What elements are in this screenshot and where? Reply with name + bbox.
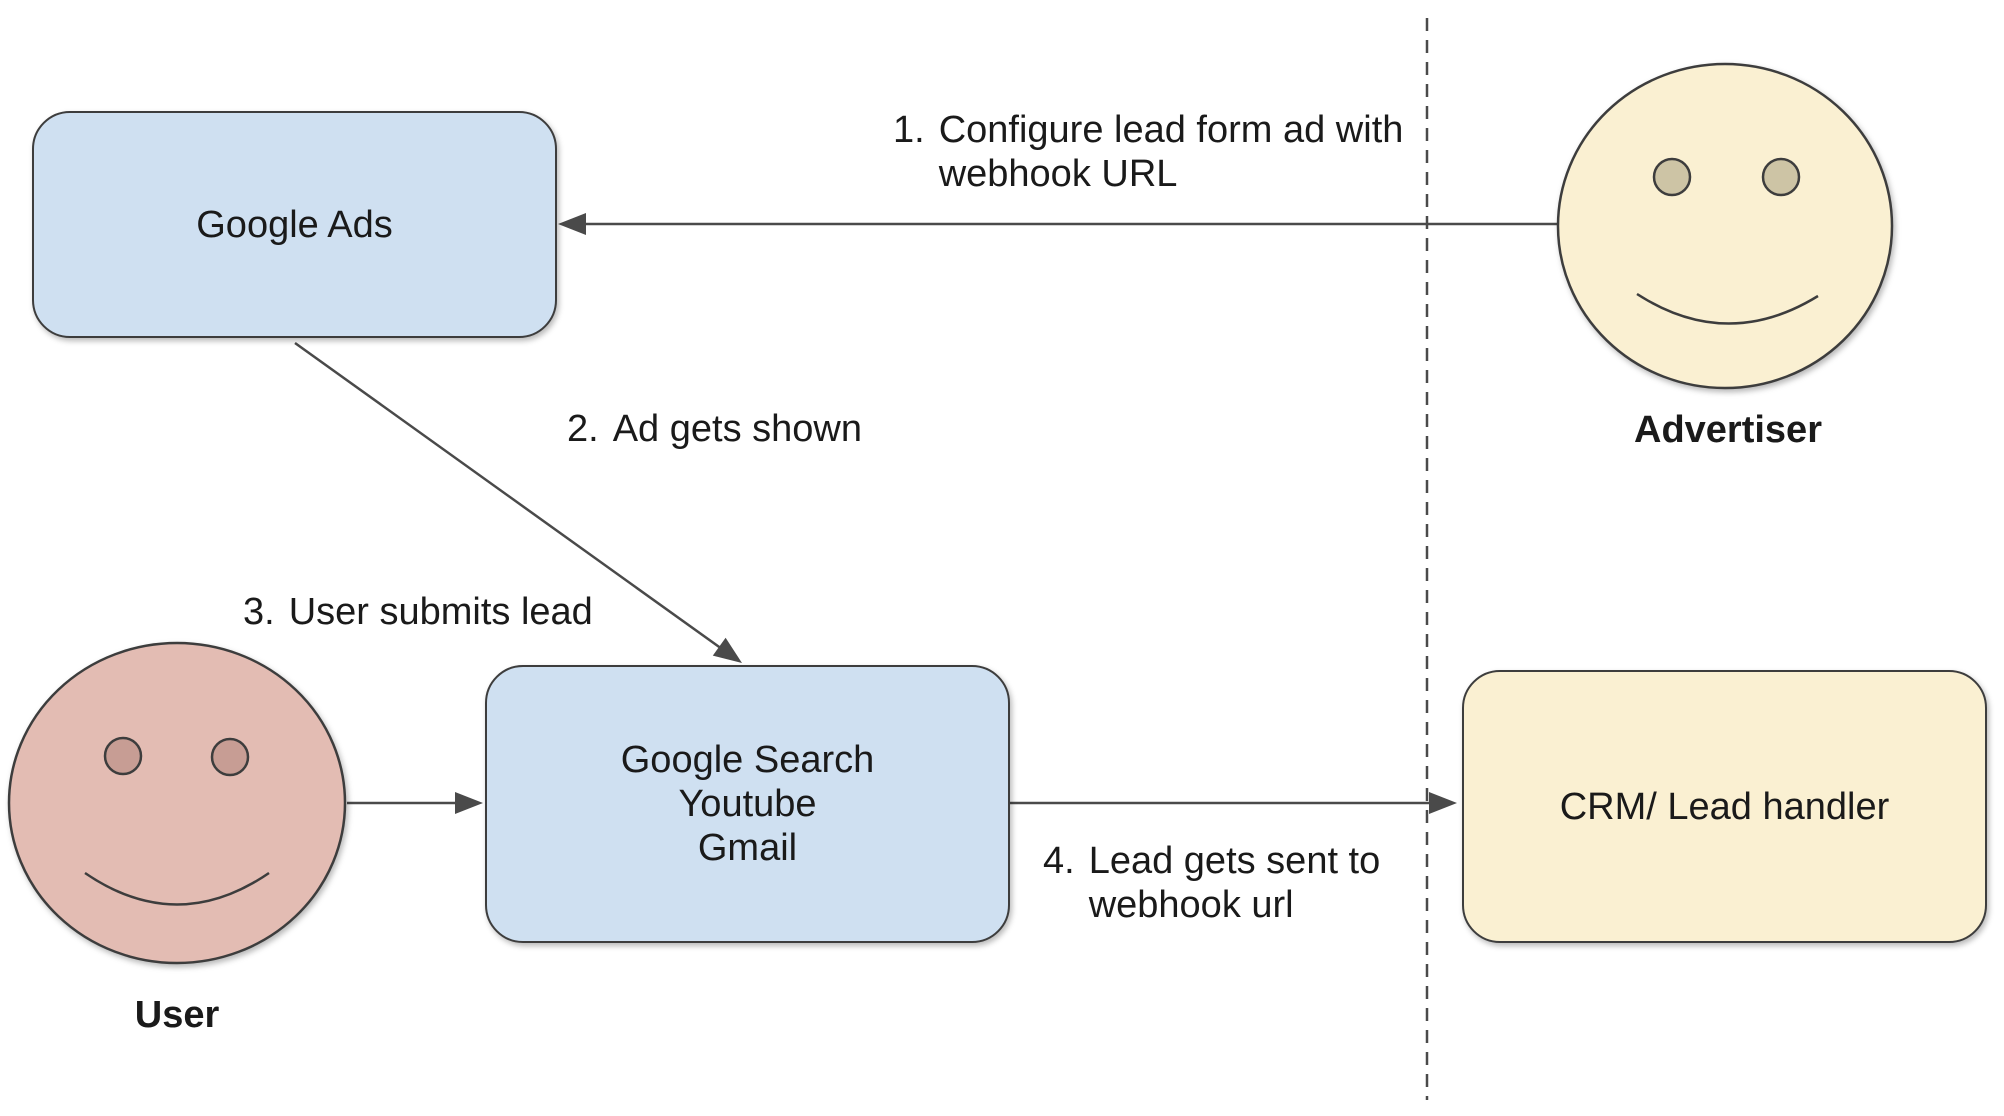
- user-left-eye: [103, 736, 143, 776]
- advertiser-label: Advertiser: [1634, 409, 1822, 451]
- user-smile: [84, 871, 270, 906]
- step-4-number: 4.: [1043, 840, 1075, 882]
- node-google-ads-label: Google Ads: [196, 203, 393, 246]
- step-label-2: 2. Ad gets shown: [567, 407, 862, 451]
- node-crm-label: CRM/ Lead handler: [1559, 785, 1890, 828]
- node-platforms-label: Google Search Youtube Gmail: [621, 738, 875, 870]
- step-label-1: 1. Configure lead form ad with webhook U…: [893, 108, 1403, 196]
- arrow-google-ads-to-platforms: [294, 341, 742, 663]
- advertiser-right-eye: [1761, 157, 1801, 197]
- advertiser-face: [1556, 62, 1894, 390]
- advertiser-smile: [1636, 292, 1819, 325]
- node-google-ads: Google Ads: [32, 111, 557, 338]
- step-2-number: 2.: [567, 408, 599, 450]
- user-label: User: [134, 994, 220, 1036]
- advertiser-left-eye: [1652, 157, 1692, 197]
- step-1-number: 1.: [893, 109, 925, 151]
- step-2-text: Ad gets shown: [612, 408, 862, 450]
- arrow-advertiser-to-google-ads: [558, 213, 1557, 235]
- step-3-number: 3.: [243, 591, 275, 633]
- step-3-text: User submits lead: [288, 591, 593, 633]
- step-1-text: Configure lead form ad with webhook URL: [938, 109, 1404, 195]
- user-right-eye: [210, 737, 250, 777]
- platforms-line-youtube: Youtube: [678, 783, 817, 825]
- arrow-platforms-to-crm: [1010, 792, 1457, 814]
- arrow-user-to-platforms: [347, 792, 483, 814]
- node-platforms: Google Search Youtube Gmail: [485, 665, 1010, 943]
- platforms-line-google-search: Google Search: [620, 739, 875, 781]
- step-label-3: 3. User submits lead: [243, 590, 593, 634]
- step-4-text: Lead gets sent to webhook url: [1088, 840, 1381, 926]
- platforms-line-gmail: Gmail: [697, 827, 798, 869]
- user-face: [7, 641, 347, 965]
- step-label-4: 4. Lead gets sent to webhook url: [1043, 839, 1380, 927]
- node-crm-lead-handler: CRM/ Lead handler: [1462, 670, 1987, 943]
